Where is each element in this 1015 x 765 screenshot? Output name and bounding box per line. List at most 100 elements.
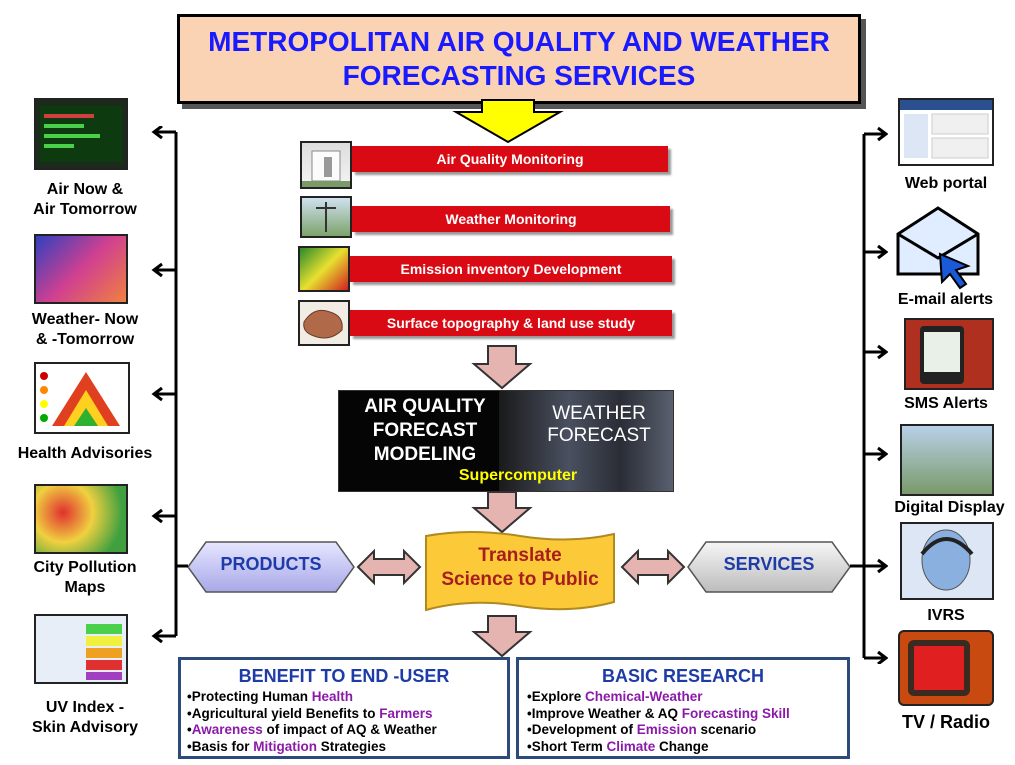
research-line-text: •Short Term — [527, 738, 607, 754]
benefit-box: BENEFIT TO END -USER •Protecting Human H… — [178, 657, 510, 759]
research-line: •Improve Weather & AQ Forecasting Skill — [527, 706, 847, 723]
services-label: SERVICES — [723, 554, 815, 574]
aq-station-image — [300, 141, 352, 189]
left-connector — [151, 126, 178, 644]
products-hexagon — [187, 541, 355, 593]
monitor-bar-emission: Emission inventory Development — [350, 256, 672, 282]
research-line-highlight: Chemical-Weather — [585, 689, 703, 704]
research-line: •Development of Emission scenario — [527, 722, 847, 739]
product-air-now: Air Now & Air Tomorrow — [10, 180, 160, 220]
research-line-highlight: Forecasting Skill — [681, 705, 790, 721]
topography-map-image — [298, 300, 350, 346]
research-line: •Short Term Climate Change — [527, 739, 847, 756]
supercomputer-image — [499, 391, 673, 491]
monitor-label-weather: Weather Monitoring — [445, 211, 577, 227]
benefit-line-text: •Agricultural yield Benefits to — [187, 705, 380, 721]
benefit-line: •Protecting Human Health — [187, 689, 507, 706]
product-air-now-line2: Air Tomorrow — [33, 201, 137, 218]
product-pollution-line1: City Pollution — [33, 559, 137, 576]
model-label-1: AIR QUALITY — [364, 396, 486, 417]
benefit-line-highlight: Mitigation — [253, 738, 317, 754]
digital-display-image — [900, 424, 994, 496]
benefit-line-text: •Basis for — [187, 738, 254, 754]
pollution-map-image — [34, 484, 128, 554]
email-icon — [896, 206, 980, 290]
monitor-bar-aq: Air Quality Monitoring — [352, 146, 668, 172]
tv-radio-image — [898, 630, 994, 706]
monitor-label-emission: Emission inventory Development — [400, 261, 622, 277]
ivrs-image — [900, 522, 994, 600]
weather-map-image — [34, 234, 128, 304]
benefit-line: •Agricultural yield Benefits to Farmers — [187, 706, 507, 723]
web-portal-image — [898, 98, 994, 166]
benefit-heading: BENEFIT TO END -USER — [238, 666, 450, 686]
modeling-box: AIR QUALITY FORECAST MODELING WEATHER FO… — [338, 390, 674, 492]
service-email: E-mail alerts — [897, 291, 994, 308]
product-health: Health Advisories — [17, 445, 153, 462]
translate-label-2: Science to Public — [441, 569, 599, 590]
product-weather-line2: & -Tomorrow — [35, 331, 135, 348]
product-uv-line1: UV Index - — [45, 699, 125, 716]
translate-banner — [425, 531, 615, 612]
page-title: METROPOLITAN AIR QUALITY AND WEATHER FOR… — [208, 26, 830, 91]
benefit-line-highlight: Health — [311, 689, 354, 704]
research-line: •Explore Chemical-Weather — [527, 689, 847, 706]
monitor-label-topography: Surface topography & land use study — [386, 315, 636, 331]
service-tv-radio: TV / Radio — [901, 712, 990, 732]
air-now-image — [34, 98, 128, 170]
benefit-line-highlight: Farmers — [379, 705, 433, 721]
title-box: METROPOLITAN AIR QUALITY AND WEATHER FOR… — [177, 14, 861, 104]
monitor-bar-weather: Weather Monitoring — [352, 206, 670, 232]
weather-station-image — [300, 196, 352, 238]
product-pollution: City Pollution Maps — [10, 558, 160, 598]
service-ivrs: IVRS — [927, 607, 965, 624]
product-weather-line1: Weather- Now — [31, 311, 139, 328]
uv-index-image — [34, 614, 128, 684]
sms-phone-image — [904, 318, 994, 390]
translate-label-1: Translate — [478, 545, 562, 566]
research-list: •Explore Chemical-Weather•Improve Weathe… — [519, 687, 847, 755]
research-line-text: •Improve Weather & AQ — [527, 705, 682, 721]
product-air-now-line1: Air Now & — [46, 181, 124, 198]
research-line-text-end: scenario — [696, 722, 757, 737]
product-pollution-line2: Maps — [64, 579, 106, 596]
services-hexagon — [687, 541, 851, 593]
emission-map-image — [298, 246, 350, 292]
double-arrow-left — [356, 548, 422, 586]
product-uv: UV Index - Skin Advisory — [10, 698, 160, 738]
research-line-text-end: Change — [655, 738, 709, 754]
products-label: PRODUCTS — [220, 554, 322, 574]
service-web-portal: Web portal — [904, 175, 988, 192]
service-digital-display: Digital Display — [894, 499, 1005, 516]
benefit-list: •Protecting Human Health•Agricultural yi… — [181, 687, 507, 755]
benefit-line-text: •Protecting Human — [187, 689, 312, 704]
product-uv-line2: Skin Advisory — [31, 719, 139, 736]
research-heading: BASIC RESEARCH — [601, 666, 765, 686]
benefit-line: •Awareness of impact of AQ & Weather — [187, 722, 507, 739]
supercomputer-label: Supercomputer — [458, 467, 578, 484]
research-line-text: •Development of — [527, 722, 637, 737]
benefit-line-text-end: of impact of AQ & Weather — [262, 722, 437, 737]
benefit-line-text-end: Strategies — [317, 738, 387, 754]
model-label-2: FORECAST — [372, 420, 478, 441]
pink-down-arrow-2 — [471, 491, 533, 534]
weather-forecast-label-1: WEATHER — [552, 403, 646, 424]
pink-down-arrow-1 — [471, 345, 533, 390]
benefit-line-text: • — [187, 722, 192, 737]
research-line-highlight: Climate — [606, 738, 656, 754]
research-box: BASIC RESEARCH •Explore Chemical-Weather… — [516, 657, 850, 759]
monitor-bar-topography: Surface topography & land use study — [350, 310, 672, 336]
research-line-highlight: Emission — [636, 722, 697, 737]
benefit-line-highlight: Awareness — [191, 722, 263, 737]
benefit-line: •Basis for Mitigation Strategies — [187, 739, 507, 756]
research-line-text: •Explore — [527, 689, 585, 704]
model-label-3: MODELING — [373, 444, 477, 465]
service-sms: SMS Alerts — [904, 395, 988, 412]
right-connector — [850, 126, 888, 664]
weather-forecast-label-2: FORECAST — [547, 425, 651, 446]
left-connector-join — [176, 564, 188, 568]
product-weather: Weather- Now & -Tomorrow — [10, 310, 160, 350]
monitor-label-aq: Air Quality Monitoring — [436, 151, 584, 167]
double-arrow-right — [620, 548, 686, 586]
health-pyramid-image — [34, 362, 130, 434]
